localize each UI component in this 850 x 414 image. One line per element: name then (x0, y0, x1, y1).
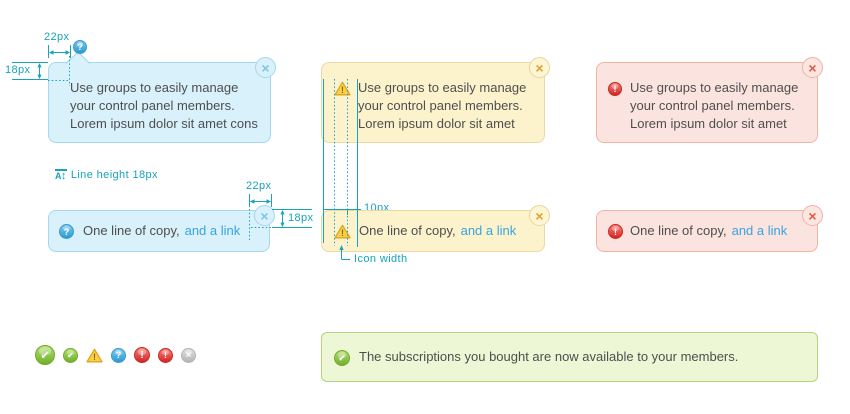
notification-text: The subscriptions you bought are now ava… (359, 349, 739, 364)
close-button[interactable]: × (529, 205, 550, 226)
close-button[interactable]: × (802, 57, 823, 78)
notification-warning-multiline: ! Use groups to easily manage your contr… (321, 57, 550, 143)
close-button[interactable]: × (255, 57, 276, 78)
line-height-icon: A↕ (55, 169, 67, 182)
inline-link[interactable]: and a link (731, 223, 788, 238)
top-padding-label: 18px (5, 64, 31, 76)
notification-error-multiline: ! Use groups to easily manage your contr… (596, 57, 823, 143)
icon-width-label: Icon width (354, 253, 408, 265)
notification-text: One line of copy, and a link (359, 223, 517, 238)
line-height-label: Line height 18px (70, 169, 158, 181)
warning-icon: ! (334, 224, 351, 239)
error-icon-small: ! (158, 347, 173, 363)
question-icon: ? (73, 40, 87, 54)
success-icon-small: ✔ (63, 347, 78, 363)
close-button[interactable]: × (254, 205, 275, 226)
warning-icon: ! (334, 81, 351, 96)
notification-info-multiline: ? Use groups to easily manage your contr… (48, 40, 276, 143)
close-button[interactable]: × (529, 57, 550, 78)
notification-text: One line of copy, and a link (83, 223, 241, 238)
inline-link[interactable]: and a link (460, 223, 517, 238)
error-icon-large: ! (134, 347, 150, 363)
notification-success: ✔ The subscriptions you bought are now a… (321, 332, 818, 382)
close-offset-label: 22px (246, 180, 272, 192)
notification-info-single: ? One line of copy, and a link × (48, 205, 275, 252)
icon-offset-label: 22px (44, 31, 70, 43)
dismiss-gray-icon: × (181, 347, 196, 363)
notification-text: Use groups to easily manage your control… (630, 80, 799, 131)
line-height-annotation: A↕ Line height 18px (55, 169, 158, 182)
warning-icon: ! (86, 348, 103, 363)
status-icon-samples: ✔ ✔ ! ? ! ! × (35, 344, 196, 366)
close-button[interactable]: × (802, 205, 823, 226)
notification-warning-single: ! One line of copy, and a link × (321, 205, 550, 252)
inline-link[interactable]: and a link (184, 223, 241, 238)
close-height-label: 18px (288, 212, 314, 224)
notification-text: Use groups to easily manage your control… (358, 80, 527, 131)
error-icon: ! (608, 224, 623, 239)
question-icon: ? (111, 347, 126, 363)
success-icon: ✔ (334, 350, 350, 366)
error-icon: ! (608, 82, 622, 96)
success-icon-large: ✔ (35, 345, 55, 365)
notification-text: Use groups to easily manage your control… (70, 80, 258, 131)
question-icon: ? (59, 224, 74, 239)
notification-error-single: ! One line of copy, and a link × (596, 205, 823, 252)
notification-text: One line of copy, and a link (630, 223, 788, 238)
